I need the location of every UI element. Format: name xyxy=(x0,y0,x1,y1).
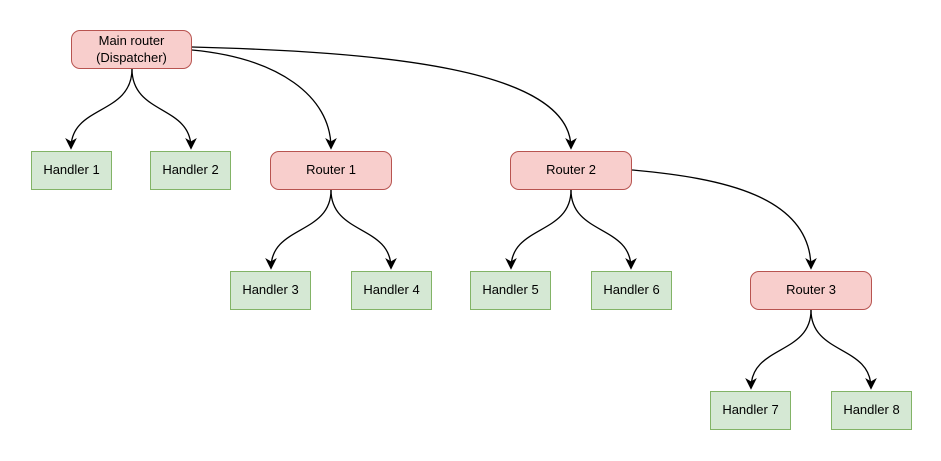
node-router-2-label: Router 2 xyxy=(546,162,596,178)
edge-router-2-to-handler-5 xyxy=(505,189,572,270)
node-handler-6[interactable]: Handler 6 xyxy=(591,271,672,310)
node-handler-5[interactable]: Handler 5 xyxy=(470,271,551,310)
node-handler-8-label: Handler 8 xyxy=(843,402,900,418)
node-handler-2-label: Handler 2 xyxy=(162,162,219,178)
node-handler-7[interactable]: Handler 7 xyxy=(710,391,791,430)
edge-router-2-to-router-3 xyxy=(631,169,817,270)
edge-main-to-router-2 xyxy=(191,46,577,150)
node-handler-1[interactable]: Handler 1 xyxy=(31,151,112,190)
node-handler-4[interactable]: Handler 4 xyxy=(351,271,432,310)
node-router-3[interactable]: Router 3 xyxy=(750,271,872,310)
node-router-3-label: Router 3 xyxy=(786,282,836,298)
edge-main-to-handler-2 xyxy=(131,68,197,150)
node-handler-2[interactable]: Handler 2 xyxy=(150,151,231,190)
node-handler-6-label: Handler 6 xyxy=(603,282,660,298)
node-handler-4-label: Handler 4 xyxy=(363,282,420,298)
node-router-1[interactable]: Router 1 xyxy=(270,151,392,190)
node-router-2[interactable]: Router 2 xyxy=(510,151,632,190)
node-handler-7-label: Handler 7 xyxy=(722,402,779,418)
node-handler-3[interactable]: Handler 3 xyxy=(230,271,311,310)
node-main-router-label-line2: (Dispatcher) xyxy=(96,49,167,65)
node-main-router-label-line1: Main router xyxy=(98,33,165,49)
node-handler-5-label: Handler 5 xyxy=(482,282,539,298)
node-main-router[interactable]: Main router (Dispatcher) xyxy=(71,30,192,69)
node-handler-1-label: Handler 1 xyxy=(43,162,100,178)
edge-main-to-handler-1 xyxy=(65,68,133,150)
node-handler-8[interactable]: Handler 8 xyxy=(831,391,912,430)
node-router-1-label: Router 1 xyxy=(306,162,356,178)
edge-router-3-to-handler-8 xyxy=(810,309,877,390)
node-handler-3-label: Handler 3 xyxy=(242,282,299,298)
edge-router-2-to-handler-6 xyxy=(570,189,637,270)
edge-main-to-router-1 xyxy=(191,49,337,150)
edge-router-3-to-handler-7 xyxy=(745,309,812,390)
edge-router-1-to-handler-4 xyxy=(330,189,397,270)
edge-router-1-to-handler-3 xyxy=(265,189,332,270)
